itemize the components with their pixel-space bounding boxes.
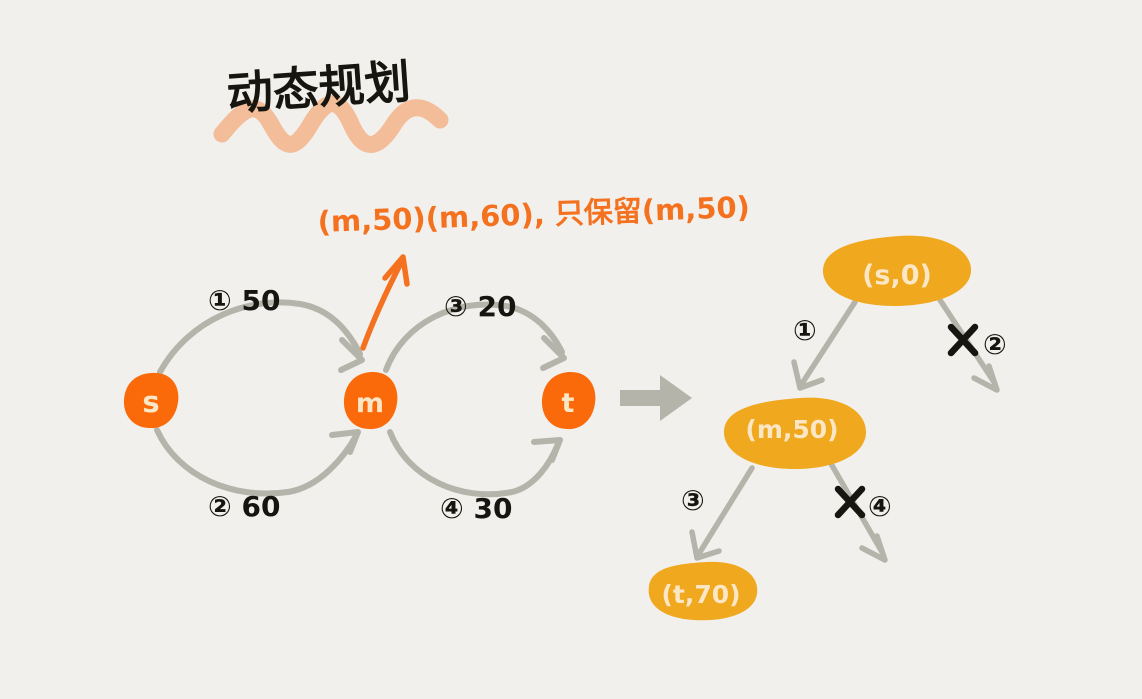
graph-node-m-shape <box>343 371 398 430</box>
graph-node-s-label: s <box>142 385 159 419</box>
title-highlight-stroke <box>213 95 449 153</box>
page-title: 动态规划 <box>225 54 412 121</box>
tree-edge-4-prune: ④ <box>834 485 892 523</box>
graph-edge-1-label: ① 50 <box>208 284 280 317</box>
tree-edge-2-prune: ② <box>947 323 1007 361</box>
tree-edge-4-marker: ④ <box>868 490 892 523</box>
prune-cross-icon-2 <box>834 485 866 519</box>
graph-edge-1 <box>157 299 365 375</box>
tree-node-mid-shape <box>723 397 867 470</box>
graph-node-s[interactable]: s <box>123 372 179 429</box>
graph-edge-4 <box>387 429 563 498</box>
graph-edge-4-label: ④ 30 <box>440 492 512 525</box>
graph-node-s-shape <box>123 372 179 429</box>
tree-node-root-shape <box>822 235 972 306</box>
prune-cross-icon-1 <box>947 323 979 357</box>
tree-node-leaf[interactable]: (t,70) <box>648 561 758 621</box>
graph-edge-3-label: ③ 20 <box>444 290 516 323</box>
tree-node-root[interactable]: (s,0) <box>822 235 972 306</box>
graph-node-t-label: t <box>562 388 575 419</box>
annotation-up-arrow-icon <box>360 254 410 351</box>
tree-edge-3 <box>689 465 755 561</box>
tree-node-leaf-label: (t,70) <box>661 580 740 609</box>
graph-node-t[interactable]: t <box>541 371 596 430</box>
graph-node-t-shape <box>541 371 596 430</box>
graph-edge-2 <box>154 427 361 497</box>
right-arrow-icon <box>620 375 692 421</box>
tree-node-mid-label: (m,50) <box>745 415 838 444</box>
tree-node-leaf-shape <box>648 561 758 621</box>
graph-edge-3 <box>383 301 567 373</box>
graph-edge-2-label: ② 60 <box>208 490 280 523</box>
tree-edge-1-marker: ① <box>793 314 817 347</box>
tree-node-mid[interactable]: (m,50) <box>723 397 867 470</box>
graph-node-m-label: m <box>356 388 384 419</box>
tree-edge-2-marker: ② <box>983 328 1007 361</box>
tree-edge-1 <box>791 299 858 391</box>
graph-node-m[interactable]: m <box>343 371 398 430</box>
tree-edge-3-marker: ③ <box>681 484 705 517</box>
tree-node-root-label: (s,0) <box>862 260 932 291</box>
